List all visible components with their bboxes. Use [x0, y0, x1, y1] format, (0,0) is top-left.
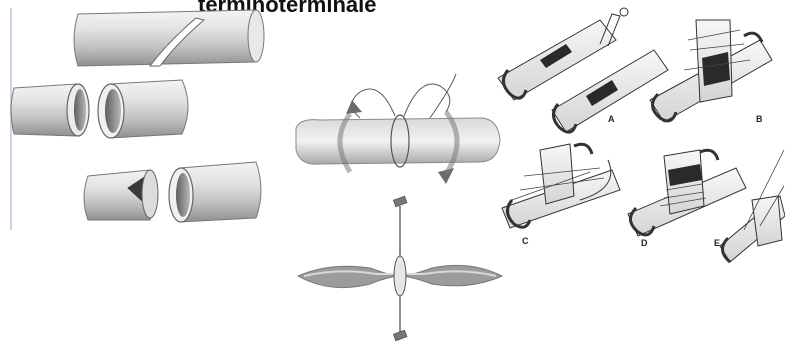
step-a-sketch: A	[498, 8, 668, 132]
step-d-label: D	[641, 238, 648, 248]
left-panel	[11, 10, 264, 222]
right-panel: A B C	[498, 8, 785, 262]
notched-vessel-pair	[84, 162, 261, 222]
step-b-sketch: B	[650, 20, 772, 124]
step-c-label: C	[522, 236, 529, 246]
step-e-sketch: E	[714, 150, 785, 262]
tied-vessel	[298, 196, 502, 341]
step-b-label: B	[756, 114, 763, 124]
step-d-sketch: D	[628, 150, 746, 248]
step-e-label: E	[714, 238, 720, 248]
sutured-vessel	[296, 74, 500, 184]
oblique-cut-vessel	[74, 10, 264, 66]
middle-panel	[296, 74, 502, 341]
step-a-label: A	[608, 114, 615, 124]
vessel-ends-pair	[11, 80, 188, 138]
step-c-sketch: C	[502, 144, 620, 246]
